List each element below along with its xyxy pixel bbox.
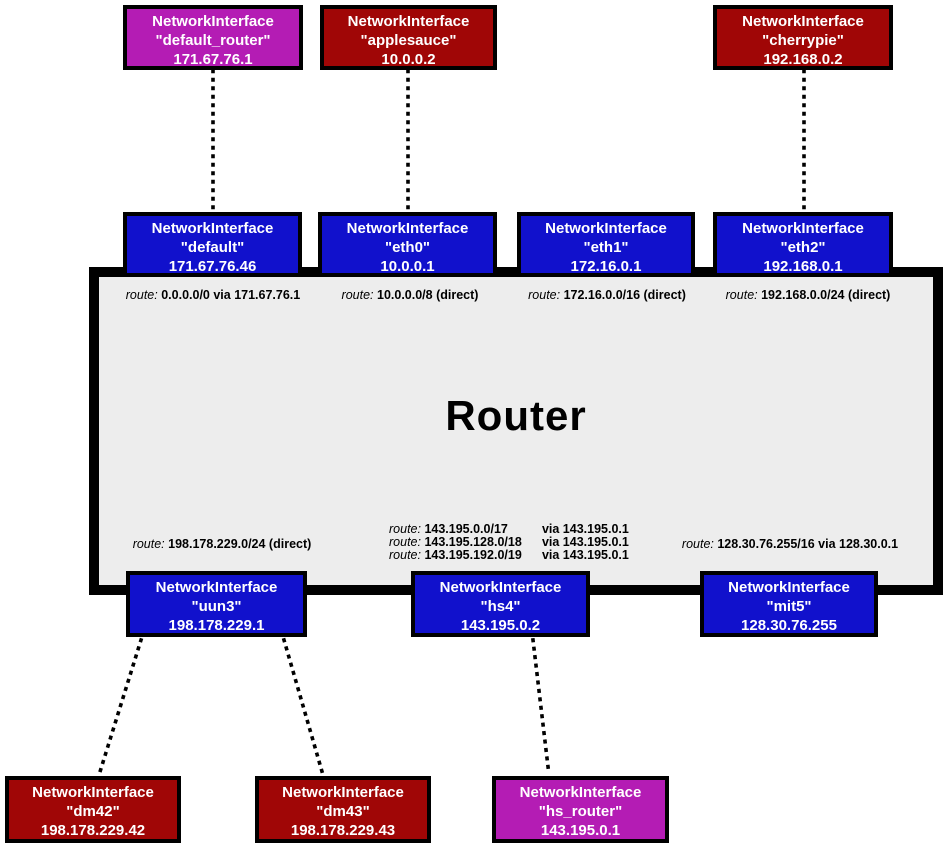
node-ip: 198.178.229.42 <box>40 822 146 839</box>
node-title: NetworkInterface <box>519 784 642 801</box>
node-title: NetworkInterface <box>545 220 667 237</box>
route-label-default: route: 0.0.0.0/0 via 171.67.76.1 <box>126 289 300 302</box>
node-title: NetworkInterface <box>347 13 470 30</box>
node-ip: 128.30.76.255 <box>741 617 837 634</box>
node-name: "uun3" <box>191 598 242 615</box>
node-applesauce: NetworkInterface "applesauce" 10.0.0.2 <box>320 5 497 70</box>
edge-uun3-to-dm42 <box>96 637 144 778</box>
route-value: 128.30.76.255/16 via 128.30.0.1 <box>717 537 899 551</box>
node-ip: 198.178.229.43 <box>290 822 396 839</box>
node-name: "eth2" <box>780 239 826 256</box>
node-ip: 143.195.0.1 <box>540 822 621 839</box>
node-ip: 10.0.0.1 <box>380 258 435 275</box>
route-label-eth0: route: 10.0.0.0/8 (direct) <box>342 289 479 302</box>
node-eth0: NetworkInterface "eth0" 10.0.0.1 <box>318 212 497 277</box>
node-name: "hs_router" <box>538 803 623 820</box>
node-ip: 192.168.0.1 <box>763 258 843 275</box>
node-name: "default_router" <box>155 32 271 49</box>
node-name: "dm42" <box>66 803 120 820</box>
route-value: 10.0.0.0/8 (direct) <box>377 288 479 302</box>
node-name: "default" <box>180 239 245 256</box>
route-value: 198.178.229.0/24 (direct) <box>168 537 312 551</box>
node-title: NetworkInterface <box>155 579 278 596</box>
route-prefix: route: <box>125 288 158 302</box>
node-title: NetworkInterface <box>346 220 469 237</box>
route-value: 0.0.0.0/0 via 171.67.76.1 <box>161 288 301 302</box>
node-default: NetworkInterface "default" 171.67.76.46 <box>123 212 302 277</box>
node-title: NetworkInterface <box>151 220 274 237</box>
route-label-mit5: route: 128.30.76.255/16 via 128.30.0.1 <box>682 538 898 551</box>
node-title: NetworkInterface <box>32 784 154 801</box>
node-title: NetworkInterface <box>152 13 274 30</box>
route-label-hs4: route: 143.195.0.0/17 via 143.195.0.1 ro… <box>389 523 629 562</box>
node-hs4: NetworkInterface "hs4" 143.195.0.2 <box>411 571 590 637</box>
node-title: NetworkInterface <box>728 579 850 596</box>
node-name: "mit5" <box>766 598 812 615</box>
route-prefix: route: <box>681 537 714 551</box>
route-line: route: 143.195.128.0/18 via 143.195.0.1 <box>389 536 629 549</box>
route-via: via 143.195.0.1 <box>541 522 629 536</box>
node-name: "applesauce" <box>360 32 457 49</box>
route-label-uun3: route: 198.178.229.0/24 (direct) <box>133 538 312 551</box>
route-prefix: route: <box>132 537 165 551</box>
route-value: 192.168.0.0/24 (direct) <box>761 288 891 302</box>
route-dest: 143.195.0.0/17 <box>424 522 508 536</box>
node-title: NetworkInterface <box>282 784 404 801</box>
edge-hs4-to-hs-router <box>531 638 551 777</box>
route-line: route: 143.195.0.0/17 via 143.195.0.1 <box>389 523 629 536</box>
node-uun3: NetworkInterface "uun3" 198.178.229.1 <box>126 571 307 637</box>
route-prefix: route: <box>389 522 421 536</box>
node-dm43: NetworkInterface "dm43" 198.178.229.43 <box>255 776 431 843</box>
node-hs-router: NetworkInterface "hs_router" 143.195.0.1 <box>492 776 669 843</box>
node-title: NetworkInterface <box>439 579 562 596</box>
route-prefix: route: <box>725 288 758 302</box>
node-name: "cherrypie" <box>762 32 844 49</box>
node-ip: 192.168.0.2 <box>763 51 843 68</box>
node-ip: 172.16.0.1 <box>570 258 642 275</box>
router-title: Router <box>445 392 587 439</box>
route-label-eth1: route: 172.16.0.0/16 (direct) <box>528 289 686 302</box>
route-value: 172.16.0.0/16 (direct) <box>563 288 686 302</box>
route-via: via 143.195.0.1 <box>541 548 629 562</box>
node-ip: 10.0.0.2 <box>381 51 436 68</box>
node-dm42: NetworkInterface "dm42" 198.178.229.42 <box>5 776 181 843</box>
node-ip: 143.195.0.2 <box>460 617 541 634</box>
route-prefix: route: <box>389 535 421 549</box>
node-name: "hs4" <box>480 598 521 615</box>
route-prefix: route: <box>341 288 374 302</box>
route-via: via 143.195.0.1 <box>541 535 629 549</box>
node-cherrypie: NetworkInterface "cherrypie" 192.168.0.2 <box>713 5 893 70</box>
node-name: "eth1" <box>583 239 629 256</box>
node-title: NetworkInterface <box>742 220 864 237</box>
route-label-eth2: route: 192.168.0.0/24 (direct) <box>726 289 891 302</box>
node-ip: 171.67.76.1 <box>173 51 253 68</box>
node-ip: 171.67.76.46 <box>168 258 257 275</box>
route-prefix: route: <box>389 548 421 562</box>
edge-uun3-to-dm43 <box>281 637 326 778</box>
node-ip: 198.178.229.1 <box>168 617 265 634</box>
router-box <box>89 267 943 595</box>
node-eth2: NetworkInterface "eth2" 192.168.0.1 <box>713 212 893 277</box>
node-eth1: NetworkInterface "eth1" 172.16.0.1 <box>517 212 695 277</box>
node-mit5: NetworkInterface "mit5" 128.30.76.255 <box>700 571 878 637</box>
route-dest: 143.195.128.0/18 <box>424 535 522 549</box>
route-dest: 143.195.192.0/19 <box>424 548 522 562</box>
node-title: NetworkInterface <box>742 13 864 30</box>
node-name: "eth0" <box>384 239 431 256</box>
route-line: route: 143.195.192.0/19 via 143.195.0.1 <box>389 549 629 562</box>
node-name: "dm43" <box>316 803 370 820</box>
route-prefix: route: <box>528 288 561 302</box>
node-default-router: NetworkInterface "default_router" 171.67… <box>123 5 303 70</box>
